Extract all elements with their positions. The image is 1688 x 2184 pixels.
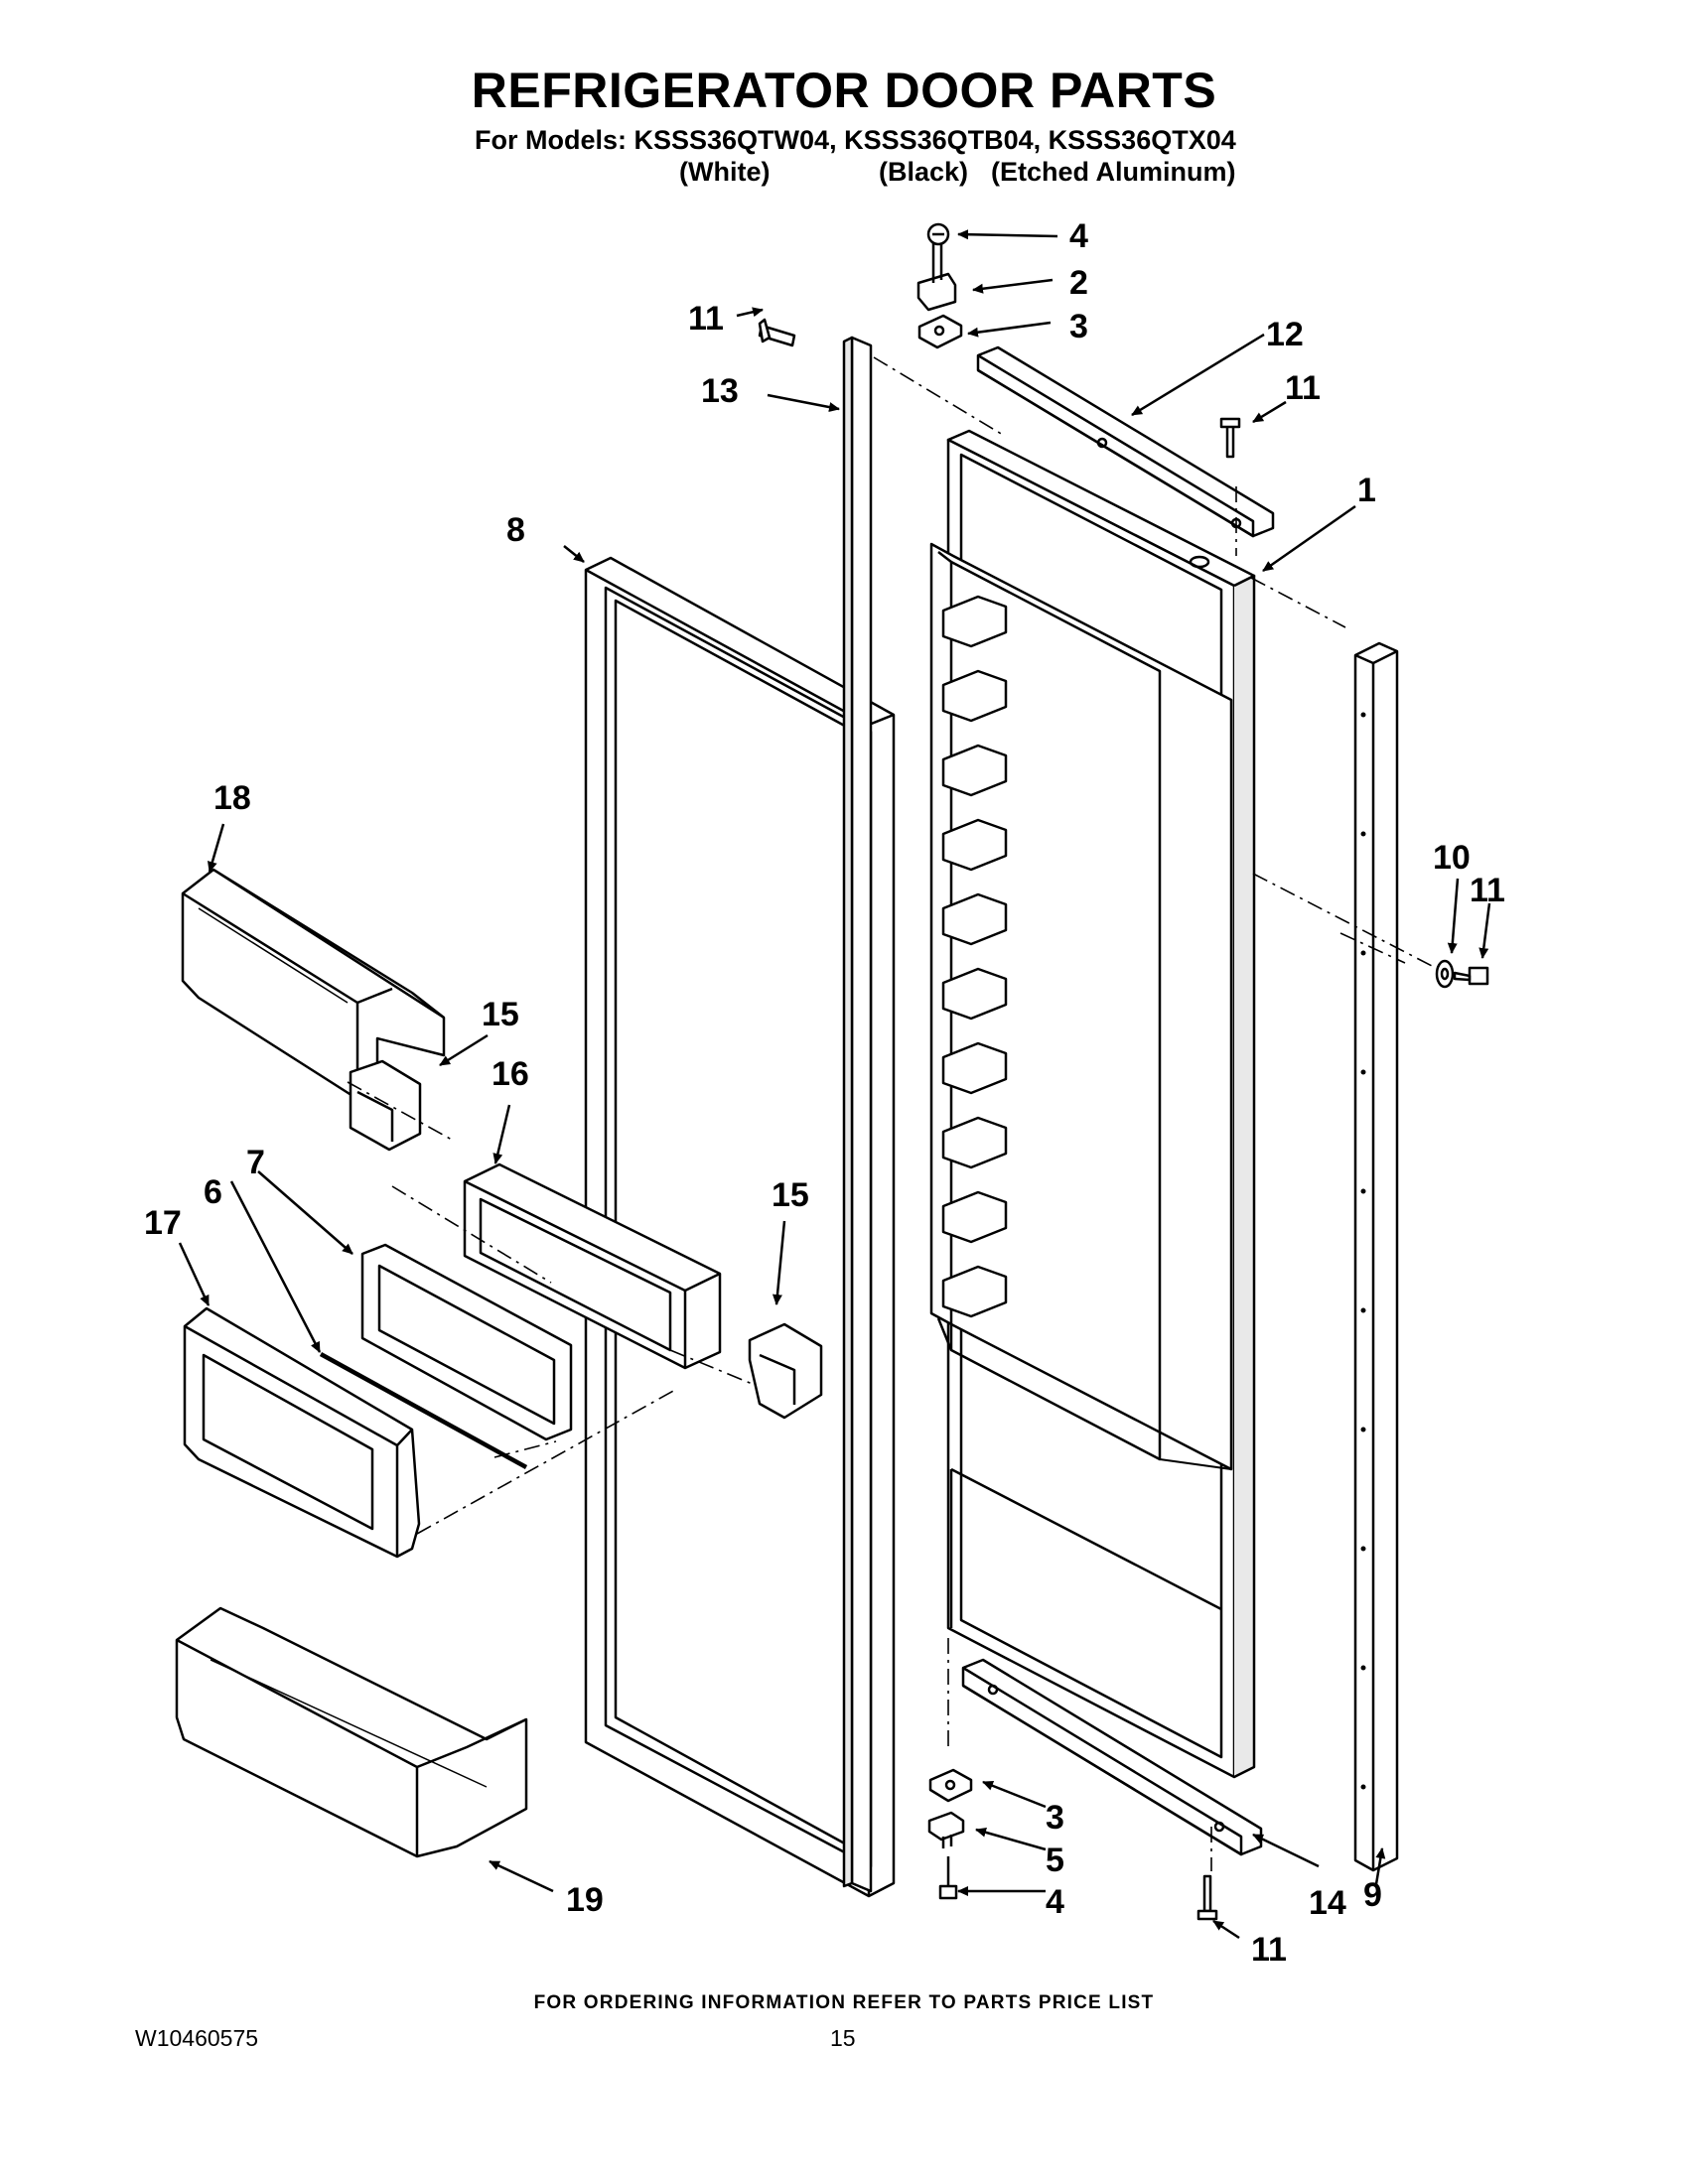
bin-frame-part-7 <box>360 1243 573 1441</box>
callout-4-bottom: 4 <box>1046 1883 1064 1921</box>
trim-strip-part-13 <box>842 336 873 1893</box>
callout-11-bottom: 11 <box>1251 1931 1287 1969</box>
strip-part-6 <box>319 1352 528 1469</box>
utility-compartment-part-16 <box>463 1162 722 1370</box>
callout-15-right: 15 <box>772 1176 809 1214</box>
door-liner-part-1 <box>929 429 1256 1779</box>
bottom-channel-part-14 <box>961 1658 1263 1856</box>
hinge-screw-part-4-bottom <box>938 1856 958 1900</box>
end-cap-part-15-right <box>748 1322 823 1420</box>
door-bin-part-19 <box>175 1606 528 1858</box>
variant-black: (Black) <box>879 157 969 187</box>
page-title: REFRIGERATOR DOOR PARTS <box>471 63 1217 118</box>
callout-15-left: 15 <box>482 996 519 1033</box>
hinge-bushing-part-3-top <box>917 314 963 349</box>
callout-5: 5 <box>1046 1842 1064 1879</box>
callout-11-top-right: 11 <box>1285 369 1321 407</box>
screw-part-11-top-left <box>758 318 796 347</box>
variant-white: (White) <box>679 157 771 187</box>
callout-18: 18 <box>213 779 251 817</box>
callout-3-bottom: 3 <box>1046 1799 1064 1837</box>
models-line: For Models: KSSS36QTW04, KSSS36QTB04, KS… <box>475 125 1236 155</box>
page-number: 15 <box>830 2025 856 2051</box>
callout-12: 12 <box>1266 316 1304 353</box>
document-number: W10460575 <box>135 2025 259 2051</box>
door-bin-part-17 <box>183 1306 421 1559</box>
callout-16: 16 <box>492 1055 529 1093</box>
callout-11-right: 11 <box>1470 872 1505 909</box>
callout-6: 6 <box>204 1173 222 1211</box>
callout-17: 17 <box>144 1204 182 1242</box>
top-channel-part-12 <box>976 345 1275 538</box>
washer-part-10 <box>1435 959 1455 989</box>
screw-part-11-right <box>1453 966 1489 986</box>
callout-4-top: 4 <box>1069 217 1088 255</box>
callout-19: 19 <box>566 1881 604 1919</box>
callout-14: 14 <box>1309 1884 1346 1922</box>
ordering-note: FOR ORDERING INFORMATION REFER TO PARTS … <box>533 1992 1155 2013</box>
callout-13: 13 <box>701 372 739 410</box>
screw-part-11-top-right <box>1219 417 1241 459</box>
variant-etched-aluminum: (Etched Aluminum) <box>991 157 1236 187</box>
callout-9: 9 <box>1363 1876 1382 1914</box>
callout-11-top-left: 11 <box>688 300 724 338</box>
door-bin-part-18 <box>181 868 446 1101</box>
screw-part-11-bottom <box>1196 1874 1218 1921</box>
trim-strip-part-9 <box>1353 641 1399 1872</box>
bottom-hinge-part-5 <box>927 1811 965 1848</box>
hinge-bushing-part-3-bottom <box>928 1768 973 1803</box>
hinge-screw-part-4-top <box>926 222 950 246</box>
callout-1: 1 <box>1357 472 1376 509</box>
callout-10: 10 <box>1433 839 1471 877</box>
callout-2: 2 <box>1069 264 1088 302</box>
top-hinge-part-2 <box>916 241 957 312</box>
callout-7: 7 <box>246 1144 265 1181</box>
end-cap-part-15-left <box>349 1059 422 1152</box>
callout-8: 8 <box>506 511 525 549</box>
callout-3-top: 3 <box>1069 308 1088 345</box>
